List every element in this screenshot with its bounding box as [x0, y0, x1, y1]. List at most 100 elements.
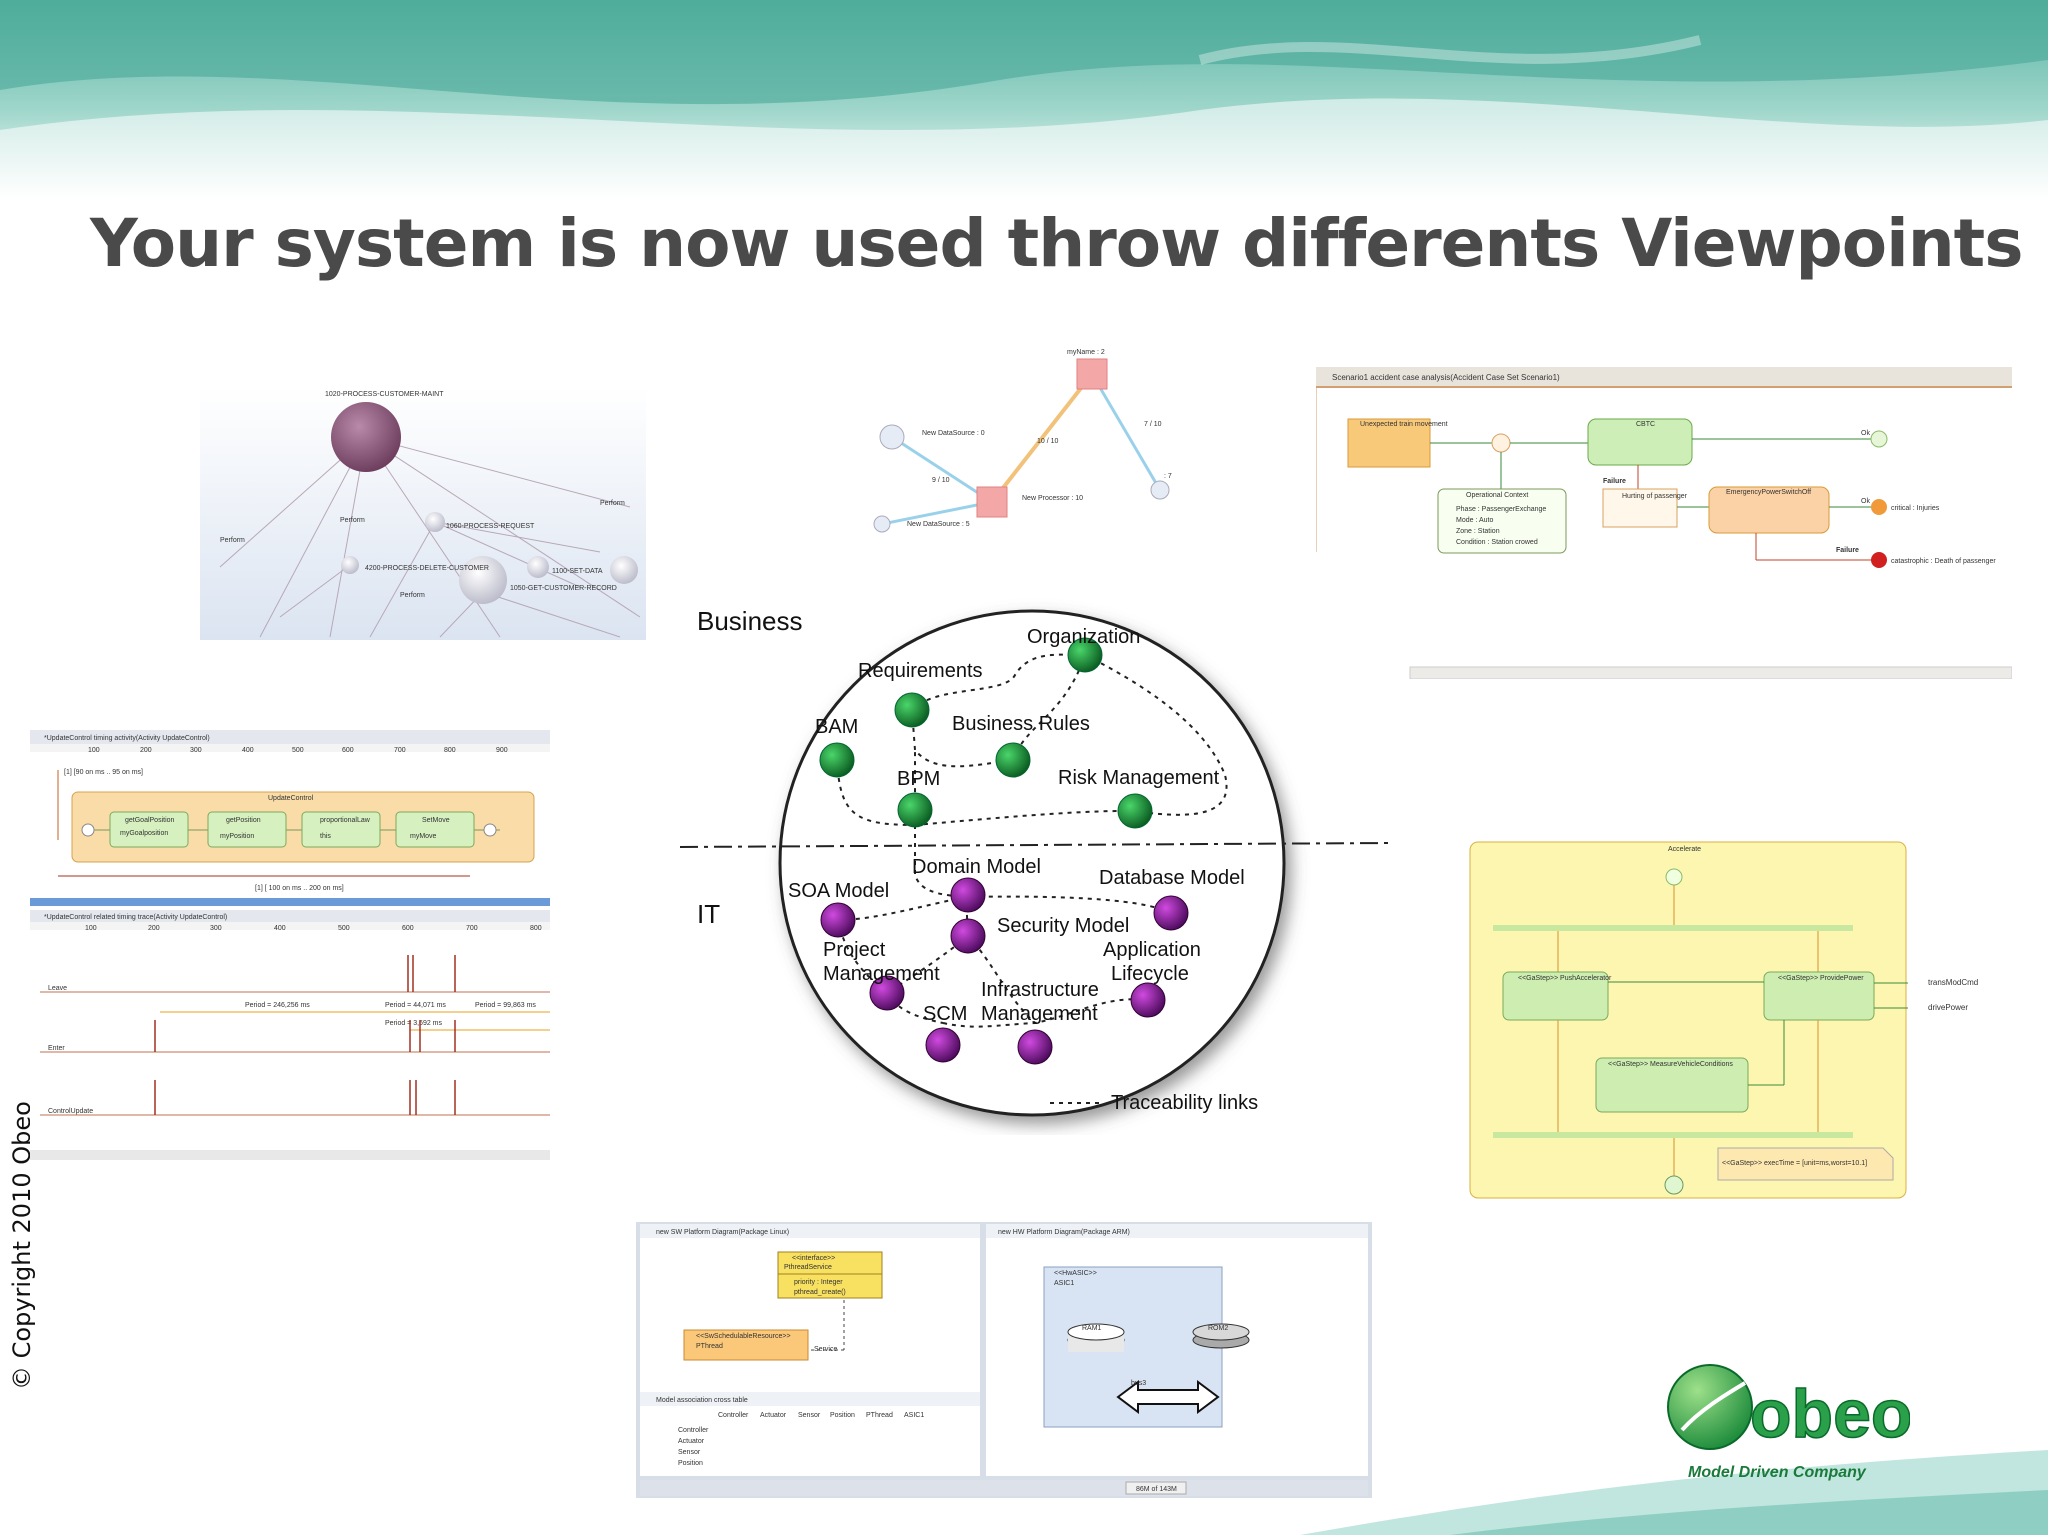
node-application-lifecycle — [1130, 982, 1166, 1018]
context-item: Zone : Station — [1456, 528, 1500, 535]
node-label-management: Management — [823, 963, 940, 985]
domain-it-label: IT — [697, 899, 720, 929]
node-label: Database Model — [1099, 867, 1245, 889]
logo-tagline: Model Driven Company — [1688, 1464, 1867, 1481]
header-banner — [0, 0, 2048, 200]
node-domain-model — [950, 877, 986, 913]
resource-box — [683, 1329, 809, 1361]
dataflow-panel: myName : 2 New DataSource : 0 New Proces… — [862, 342, 1182, 542]
node-label: Security Model — [997, 915, 1129, 937]
timing-constraint: [1] [ 100 on ms .. 200 on ms] — [255, 885, 344, 892]
failure-label: Failure — [1836, 547, 1859, 554]
svg-text:PThread: PThread — [696, 1343, 723, 1350]
bubble-label: Perform — [220, 537, 245, 544]
svg-text:ROM2: ROM2 — [1208, 1325, 1228, 1332]
accident-panel: Scenario1 accident case analysis(Acciden… — [1316, 367, 2012, 679]
legend-label: Traceability links — [1111, 1092, 1258, 1114]
node-myname — [1076, 358, 1108, 390]
accident-tab: Scenario1 accident case analysis(Acciden… — [1332, 373, 1560, 382]
svg-text:Controller: Controller — [718, 1412, 749, 1419]
node-label: BPM — [897, 768, 940, 790]
start-node — [1665, 868, 1683, 886]
svg-text:Position: Position — [830, 1412, 855, 1419]
ok-label: Ok — [1861, 430, 1870, 437]
bubble — [341, 556, 359, 574]
svg-text:getPosition: getPosition — [226, 817, 261, 824]
node-label: Risk Management — [1058, 767, 1220, 789]
platform-panel: new SW Platform Diagram(Package Linux) <… — [636, 1222, 1372, 1498]
dataflow-edge-label: 7 / 10 — [1144, 421, 1162, 428]
scrollbar[interactable] — [30, 1150, 550, 1160]
dataflow-label: New DataSource : 0 — [922, 430, 985, 437]
node-infrastructure-management — [1017, 1029, 1053, 1065]
node-7 — [1150, 480, 1170, 500]
step — [395, 811, 475, 848]
memory-indicator: 86M of 143M — [1136, 1486, 1177, 1493]
context-item: Condition : Station crowed — [1456, 539, 1538, 546]
cbtc-node — [1587, 418, 1693, 466]
svg-text:myGoalposition: myGoalposition — [120, 830, 168, 837]
period-label: Period = 3,692 ms — [385, 1020, 443, 1027]
svg-text:this: this — [320, 833, 331, 840]
interface-box — [777, 1251, 883, 1299]
emergency-node — [1708, 486, 1830, 534]
unexpected-node — [1347, 418, 1431, 468]
timing-panel: *UpdateControl timing activity(Activity … — [30, 730, 550, 1160]
context-title: Operational Context — [1466, 492, 1528, 499]
dataflow-label: New Processor : 10 — [1022, 495, 1083, 502]
bubble-label: 1100-SET-DATA — [552, 568, 603, 575]
ok-label: Ok — [1861, 498, 1870, 505]
node-label-lifecycle: Lifecycle — [1111, 963, 1189, 985]
svg-text:priority : Integer: priority : Integer — [794, 1279, 843, 1286]
node-label: SOA Model — [788, 880, 889, 902]
node-business-rules — [995, 742, 1031, 778]
viewpoint-diagram: Business IT — [679, 606, 1391, 1117]
svg-text:600: 600 — [342, 747, 354, 754]
failure-label: Failure — [1603, 478, 1626, 485]
svg-text:500: 500 — [338, 925, 350, 932]
tab-bar — [640, 1224, 980, 1238]
pin-label-drivepower: drivePower — [1928, 1003, 1969, 1012]
svg-text:<<interface>>: <<interface>> — [792, 1255, 835, 1262]
svg-text:200: 200 — [140, 747, 152, 754]
scrollbar[interactable] — [1409, 666, 2012, 679]
viewpoint-diagram-panel: Business IT — [675, 575, 1395, 1135]
tab-bar — [30, 730, 550, 744]
svg-text:600: 600 — [402, 925, 414, 932]
it-nodes — [820, 877, 1189, 1065]
context-item: Phase : PassengerExchange — [1456, 506, 1546, 513]
footer-wave — [1300, 1450, 2048, 1535]
junction — [1491, 433, 1511, 453]
outcome-label: critical : Injuries — [1891, 505, 1940, 512]
svg-text:200: 200 — [148, 925, 160, 932]
svg-text:RAM1: RAM1 — [1082, 1325, 1102, 1332]
period-label: Period = 44,071 ms — [385, 1002, 446, 1009]
period-label: Period = 246,256 ms — [245, 1002, 310, 1009]
catastrophic-endpoint — [1871, 552, 1887, 568]
svg-text:400: 400 — [242, 747, 254, 754]
node-datasource-5 — [873, 515, 891, 533]
bubble-main — [331, 402, 401, 472]
svg-text:400: 400 — [274, 925, 286, 932]
node-soa-model — [820, 902, 856, 938]
svg-text:Actuator: Actuator — [760, 1412, 787, 1419]
svg-text:proportionalLaw: proportionalLaw — [320, 817, 371, 824]
svg-text:getGoalPosition: getGoalPosition — [125, 817, 175, 824]
bubble-label: 1060-PROCESS-REQUEST — [446, 523, 535, 530]
obeo-logo-mark: obeo Model Driven Company — [1667, 1364, 1913, 1481]
bubble — [425, 512, 445, 532]
svg-text:Sensor: Sensor — [798, 1412, 821, 1419]
push-accelerator — [1502, 971, 1609, 1021]
bubble-top-label: 1020-PROCESS-CUSTOMER-MAINT — [325, 391, 444, 398]
svg-text:500: 500 — [292, 747, 304, 754]
accelerate-panel: Accelerate <<GaStep>> PushAccelerator <<… — [1468, 840, 1910, 1202]
svg-text:pthread_create(): pthread_create() — [794, 1289, 846, 1296]
logo-wordmark: obeo — [1750, 1376, 1910, 1452]
tab-bar — [1316, 367, 2012, 386]
svg-text:800: 800 — [530, 925, 542, 932]
svg-text:PThread: PThread — [866, 1412, 893, 1419]
node-bam — [819, 742, 855, 778]
bubble-chart: 1020-PROCESS-CUSTOMER-MAINT 1060-PROCESS… — [219, 391, 641, 638]
node-label-infrastructure: Infrastructure — [981, 979, 1099, 1001]
svg-text:300: 300 — [210, 925, 222, 932]
